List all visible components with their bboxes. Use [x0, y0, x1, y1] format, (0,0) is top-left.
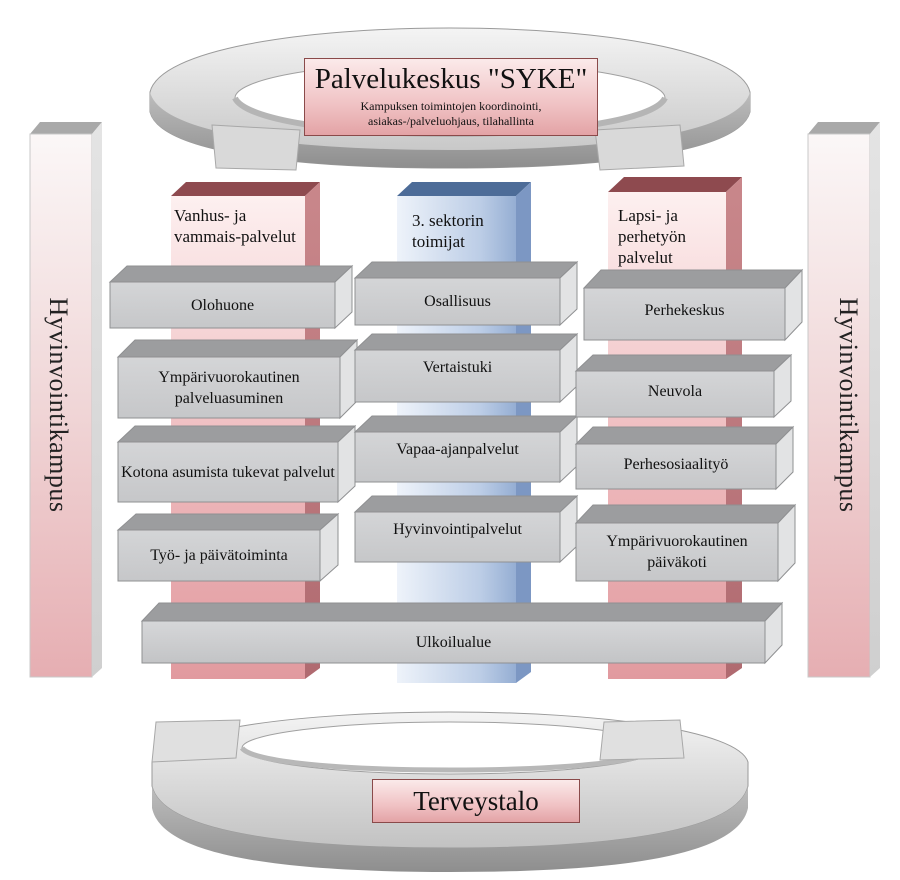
box-neuvola: Neuvola [647, 382, 703, 400]
box-vapaa-ajanpalvelut: Vapaa-ajanpalvelut [396, 440, 519, 458]
box-olohuone: Olohuone [190, 296, 255, 314]
service-box-shapes [108, 260, 804, 665]
box-vertaistuki: Vertaistuki [422, 358, 493, 376]
left-side-pillar [29, 122, 102, 678]
box-perhekeskus: Perhekeskus [644, 301, 725, 319]
box-osallisuus: Osallisuus [424, 293, 491, 310]
box-perhesosiaalityo: Perhesosiaalityö [623, 455, 729, 473]
box-kotona-asumista: Kotona asumista tukevat palvelut [121, 463, 335, 481]
column-title-sektori: 3. sektorin toimijat [412, 211, 484, 251]
right-side-label: Hyvinvointikampus [834, 297, 863, 513]
box-paivakoti: Ympärivuorokautinen päiväkoti [606, 533, 748, 571]
column-title-lapsi: Lapsi- ja perhetyön palvelut [618, 206, 686, 267]
box-tyo-paivatoiminta: Työ- ja päivätoiminta [150, 547, 288, 564]
box-hyvinvointipalvelut: Hyvinvointipalvelut [393, 520, 522, 538]
box-ulkoilualue: Ulkoilualue [415, 633, 492, 651]
column-title-vanhus: Vanhus- ja vammais-palvelut [174, 206, 296, 246]
terveystalo-label: Terveystalo [372, 779, 580, 823]
right-side-pillar [807, 122, 880, 678]
syke-title: Palvelukeskus "SYKE" [314, 63, 588, 95]
box-palveluasuminen: Ympärivuorokautinen palveluasuminen [158, 368, 300, 407]
left-side-label: Hyvinvointikampus [44, 297, 73, 513]
syke-description: Kampuksen toimintojen koordinointi, asia… [360, 99, 542, 128]
palvelukeskus-syke-label: Palvelukeskus "SYKE" Kampuksen toimintoj… [304, 58, 598, 136]
